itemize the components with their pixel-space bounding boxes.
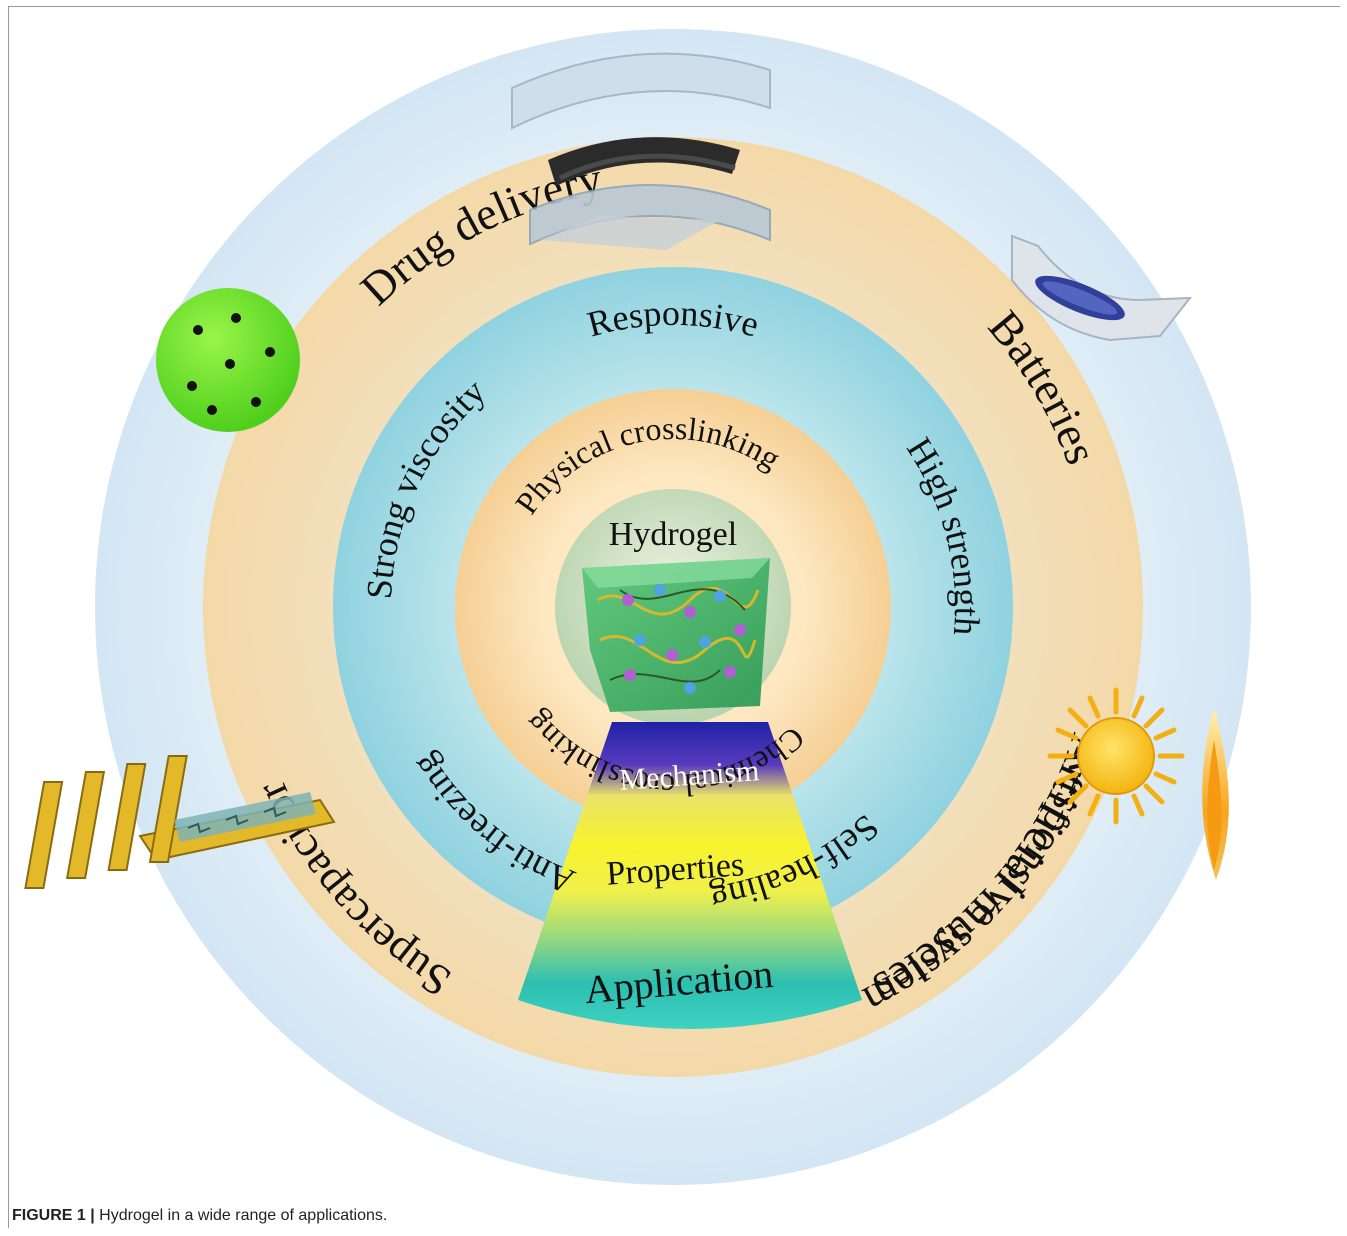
hydrogel-network-icon — [582, 558, 770, 712]
flame-icon — [1202, 708, 1229, 880]
flexible-film-icon — [511, 52, 771, 250]
muscle-strip-icon — [1011, 234, 1193, 342]
caption-text: Hydrogel in a wide range of applications… — [94, 1207, 388, 1224]
sun-icon — [1047, 687, 1185, 825]
hydrogel-diagram: Batteries Artificial muscles Drug delive… — [24, 29, 1251, 1185]
label-hydrogel: Hydrogel — [609, 516, 737, 553]
figure-frame — [8, 6, 1340, 1228]
figure-caption: FIGURE 1 | Hydrogel in a wide range of a… — [12, 1207, 387, 1225]
hierarchy-sector — [518, 722, 862, 1029]
green-sphere-icon — [156, 288, 300, 432]
caption-label: FIGURE 1 | — [12, 1207, 95, 1224]
interdigitated-electrode-icon — [24, 755, 336, 889]
